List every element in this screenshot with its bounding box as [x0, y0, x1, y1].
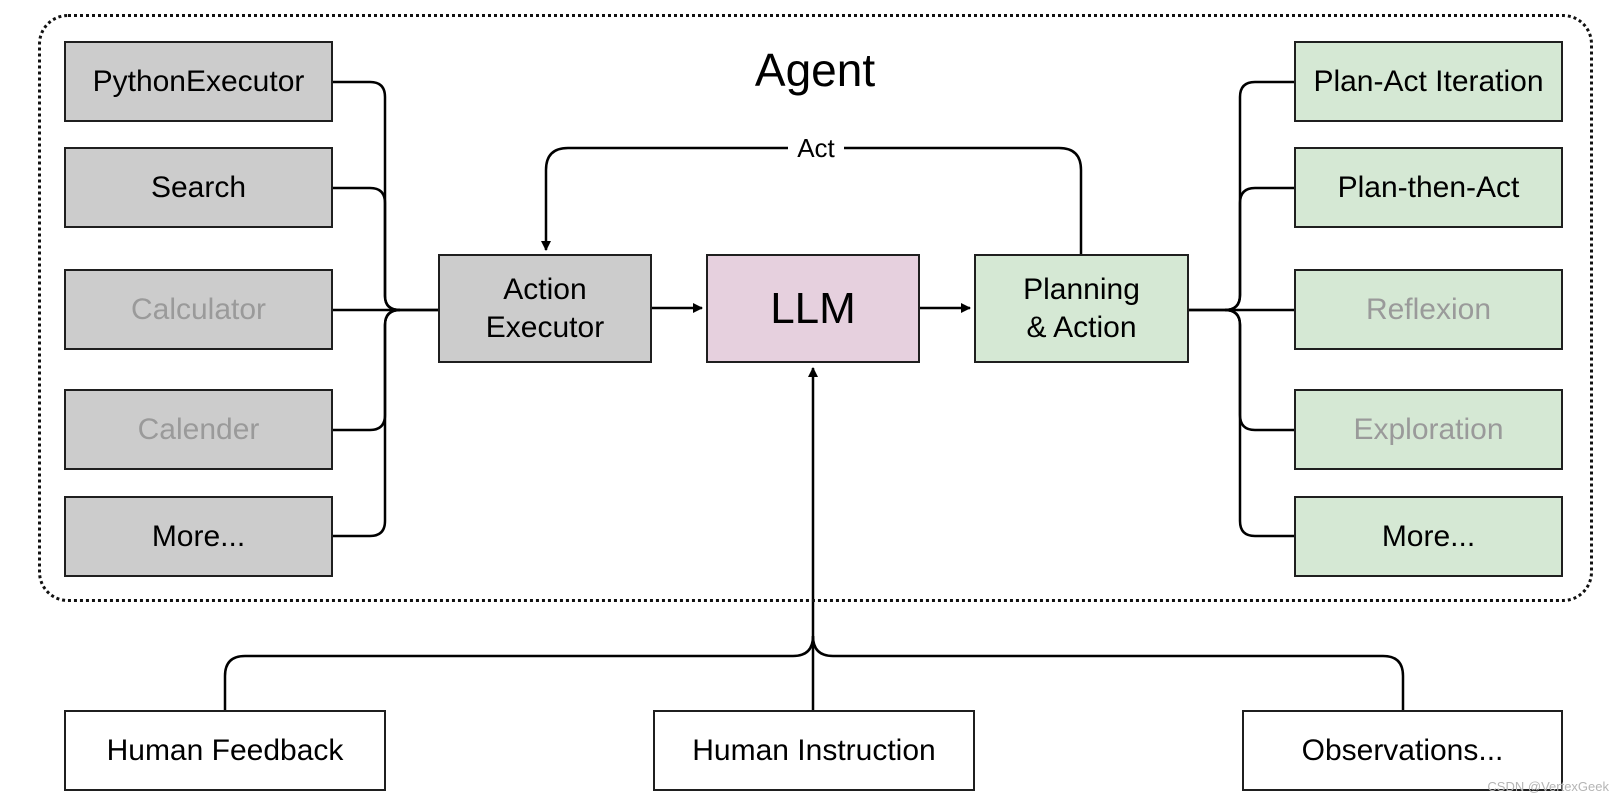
tool-more[interactable]: More... [64, 496, 333, 577]
strategy-plan-then-act[interactable]: Plan-then-Act [1294, 147, 1563, 228]
tool-python-executor[interactable]: PythonExecutor [64, 41, 333, 122]
act-label: Act [788, 132, 844, 164]
input-human-instruction[interactable]: Human Instruction [653, 710, 975, 791]
strategy-plan-act-iteration[interactable]: Plan-Act Iteration [1294, 41, 1563, 122]
tool-calender[interactable]: Calender [64, 389, 333, 470]
feedback-connector [223, 635, 815, 710]
agent-title: Agent [754, 44, 876, 96]
strategy-more[interactable]: More... [1294, 496, 1563, 577]
planning-action-box[interactable]: Planning & Action [974, 254, 1189, 363]
input-observations[interactable]: Observations... [1242, 710, 1563, 791]
observations-connector [811, 635, 1405, 710]
llm-box[interactable]: LLM [706, 254, 920, 363]
input-human-feedback[interactable]: Human Feedback [64, 710, 386, 791]
action-executor-box[interactable]: Action Executor [438, 254, 652, 363]
strategy-exploration[interactable]: Exploration [1294, 389, 1563, 470]
agent-boundary [38, 14, 1593, 602]
strategy-reflexion[interactable]: Reflexion [1294, 269, 1563, 350]
tool-search[interactable]: Search [64, 147, 333, 228]
watermark: CSDN @VertexGeek [1487, 779, 1609, 794]
tool-calculator[interactable]: Calculator [64, 269, 333, 350]
